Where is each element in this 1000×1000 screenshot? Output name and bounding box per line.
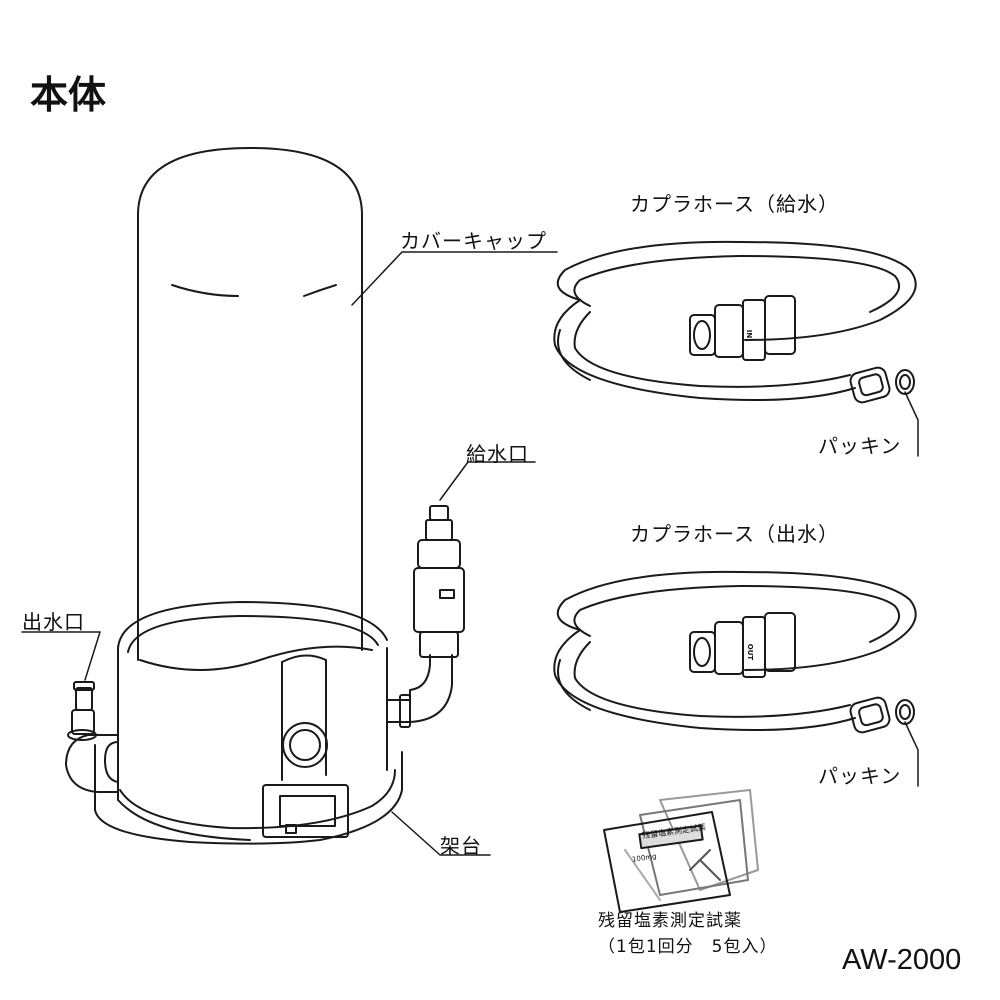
hose-outlet-label: カプラホース（出水） (630, 522, 839, 546)
outlet-elbow (65, 681, 119, 793)
model-number: AW-2000 (842, 944, 962, 976)
coupler-supply-mark: IN (745, 329, 754, 339)
hose-supply-label: カプラホース（給水） (630, 192, 839, 216)
hose-supply-drawing (553, 240, 917, 404)
filter-unit (65, 147, 465, 845)
packing-label-2: パッキン (818, 764, 902, 788)
cover-cap-label: カバーキャップ (400, 229, 547, 253)
reagent-line-2: （1包1回分 5包入） (598, 937, 778, 957)
reagent-packets (603, 789, 759, 913)
outlet-label: 出水口 (22, 610, 85, 634)
stand-label: 架台 (440, 834, 482, 858)
hose-outlet-drawing (553, 570, 917, 734)
reagent-line-1: 残留塩素測定試薬 (598, 911, 742, 931)
packing-label-1: パッキン (818, 434, 902, 458)
body-housing (117, 601, 388, 801)
coupler-outlet-mark: OUT (746, 643, 755, 661)
cover-cap (137, 147, 363, 661)
page-title: 本体 (30, 73, 107, 117)
leader-lines (21, 251, 919, 856)
front-panel (262, 654, 349, 838)
inlet-pipe (386, 505, 465, 728)
inlet-label: 給水口 (466, 442, 529, 466)
stand-base (94, 744, 403, 845)
reagent-caption: 残留塩素測定試薬 （1包1回分 5包入） (598, 908, 777, 960)
